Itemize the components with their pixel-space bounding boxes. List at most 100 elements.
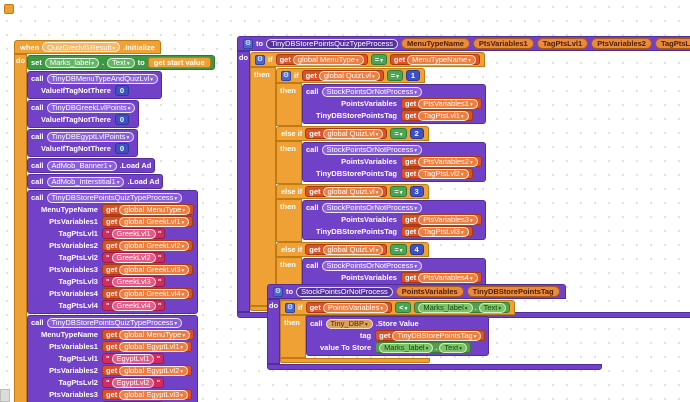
- variable-dropdown[interactable]: global MenuType: [119, 329, 191, 340]
- property-dropdown[interactable]: Text: [478, 302, 507, 313]
- number-block[interactable]: 1: [405, 70, 421, 81]
- param-chip[interactable]: TagPtsLvl1: [536, 38, 589, 49]
- component-dropdown[interactable]: Marks_label: [418, 302, 473, 313]
- call-storepoints-greek-block[interactable]: call TinyDBStorePointsQuizTypeProcess Me…: [27, 190, 199, 314]
- equals-operator-block[interactable]: =: [370, 54, 387, 65]
- component-dropdown[interactable]: QuizGreclvl1Result: [42, 42, 121, 52]
- param-chip[interactable]: TinyDBStorePointsTag: [466, 286, 560, 297]
- component-dropdown[interactable]: Marks_label: [44, 57, 100, 68]
- text-string-block[interactable]: GreekLvl1: [101, 228, 166, 239]
- variable-dropdown[interactable]: global QuizLvl: [322, 128, 384, 139]
- call-tinydb-storevalue-block[interactable]: call Tiny_DBP .Store Value tag getTinyDB…: [306, 316, 490, 356]
- when-initialize-block[interactable]: when QuizGreclvl1Result .Initialize do s…: [14, 40, 215, 402]
- text-string-block[interactable]: GreekLvl2: [101, 252, 166, 263]
- procedure-header[interactable]: to TinyDBStorePointsQuizTypeProcess Menu…: [237, 36, 690, 51]
- text-string-block[interactable]: GreekLvl3: [101, 276, 166, 287]
- call-tinydb-greek-block[interactable]: call TinyDBGreekLvlPoints ValueIfTagNotT…: [27, 100, 140, 128]
- call-storepoints-egypt-block[interactable]: call TinyDBStorePointsQuizTypeProcess Me…: [27, 315, 199, 402]
- variable-dropdown[interactable]: global EgyptLvl2: [119, 365, 189, 376]
- property-dropdown[interactable]: Text: [107, 57, 135, 68]
- number-block[interactable]: 0: [114, 143, 130, 154]
- variable-dropdown[interactable]: global QuizLvl: [322, 186, 384, 197]
- component-property-getter[interactable]: Marks_label . Text: [414, 302, 511, 313]
- procedure-dropdown[interactable]: StockPointsOrNotProcess: [321, 260, 422, 271]
- variable-dropdown[interactable]: PointsVariables: [322, 302, 389, 313]
- variable-dropdown[interactable]: PtsVariables4: [418, 272, 478, 283]
- procedure-dropdown[interactable]: StockPointsOrNotProcess: [321, 144, 422, 155]
- variable-dropdown[interactable]: global EgyptLvl1: [119, 341, 189, 352]
- variable-dropdown[interactable]: TagPtsLvl2: [418, 168, 469, 179]
- text-value[interactable]: GreekLvl3: [111, 276, 156, 287]
- gear-icon[interactable]: [281, 70, 291, 81]
- procedure-dropdown[interactable]: TinyDBMenuTypeAndQuizLvl: [46, 73, 158, 84]
- procedure-dropdown[interactable]: TinyDBStorePointsQuizTypeProcess: [46, 317, 183, 328]
- component-property-getter[interactable]: Marks_label . Text: [375, 342, 471, 353]
- number-block[interactable]: 0: [114, 85, 130, 96]
- variable-dropdown[interactable]: global EgyptLvl3: [119, 389, 189, 400]
- text-value[interactable]: EgyptLvl2: [111, 377, 155, 388]
- text-string-block[interactable]: GreekLvl4: [101, 300, 166, 311]
- number-block[interactable]: 3: [409, 186, 424, 197]
- equals-operator-block[interactable]: =: [386, 70, 403, 81]
- variable-dropdown[interactable]: PtsVariables1: [418, 98, 478, 109]
- procedure-stockpoints-block[interactable]: to StockPointsOrNotProcess PointsVariabl…: [267, 284, 602, 370]
- call-tinydb-egypt-block[interactable]: call TinyDBEgyptLvlPoints ValueIfTagNotT…: [27, 129, 139, 157]
- procedure-dropdown[interactable]: TinyDBStorePointsQuizTypeProcess: [46, 192, 183, 203]
- param-chip[interactable]: TagPtsLvl2: [654, 38, 690, 49]
- property-dropdown[interactable]: Text: [439, 342, 467, 353]
- variable-dropdown[interactable]: TagPtsLvl1: [418, 110, 469, 121]
- gear-icon[interactable]: [243, 38, 253, 49]
- procedure-header[interactable]: to StockPointsOrNotProcess PointsVariabl…: [267, 284, 566, 299]
- equals-operator-block[interactable]: =: [390, 128, 407, 139]
- procedure-dropdown[interactable]: StockPointsOrNotProcess: [321, 202, 422, 213]
- number-block[interactable]: 2: [409, 128, 424, 139]
- gear-icon[interactable]: [273, 286, 283, 297]
- call-tinydb-menutype-block[interactable]: call TinyDBMenuTypeAndQuizLvl ValueIfTag…: [27, 71, 162, 99]
- param-chip[interactable]: PtsVariables1: [472, 38, 534, 49]
- procedure-dropdown[interactable]: StockPointsOrNotProcess: [321, 86, 422, 97]
- set-property-block[interactable]: set Marks_label . Text to get start valu…: [27, 55, 215, 70]
- number-block[interactable]: 0: [114, 114, 130, 125]
- variable-dropdown[interactable]: global MenuType: [292, 54, 364, 65]
- variable-dropdown[interactable]: PtsVariables2: [418, 156, 478, 167]
- procedure-dropdown[interactable]: TinyDBEgyptLvlPoints: [46, 131, 135, 142]
- procedure-dropdown[interactable]: TinyDBGreekLvlPoints: [46, 102, 136, 113]
- equals-operator-block[interactable]: =: [390, 244, 407, 255]
- gear-icon[interactable]: [255, 54, 265, 65]
- call-admob-banner-block[interactable]: call AdMob_Banner1 .Load Ad: [27, 158, 156, 173]
- less-than-operator-block[interactable]: <: [395, 302, 412, 313]
- gear-icon[interactable]: [285, 302, 295, 313]
- variable-dropdown[interactable]: PtsVariables3: [418, 214, 478, 225]
- variable-dropdown[interactable]: global GreekLvl4: [119, 288, 190, 299]
- procedure-storepoints-block[interactable]: to TinyDBStorePointsQuizTypeProcess Menu…: [237, 36, 690, 318]
- call-stockpoints-block[interactable]: call StockPointsOrNotProcess PointsVaria…: [302, 200, 486, 240]
- text-value[interactable]: GreekLvl2: [111, 252, 156, 263]
- variable-dropdown[interactable]: global GreekLvl1: [119, 216, 190, 227]
- variable-dropdown[interactable]: TinyDBStorePointsTag: [392, 330, 482, 341]
- variable-dropdown[interactable]: global MenuType: [119, 204, 191, 215]
- procedure-name-field[interactable]: TinyDBStorePointsQuizTypeProcess: [266, 38, 398, 49]
- component-dropdown[interactable]: Marks_label: [379, 342, 434, 353]
